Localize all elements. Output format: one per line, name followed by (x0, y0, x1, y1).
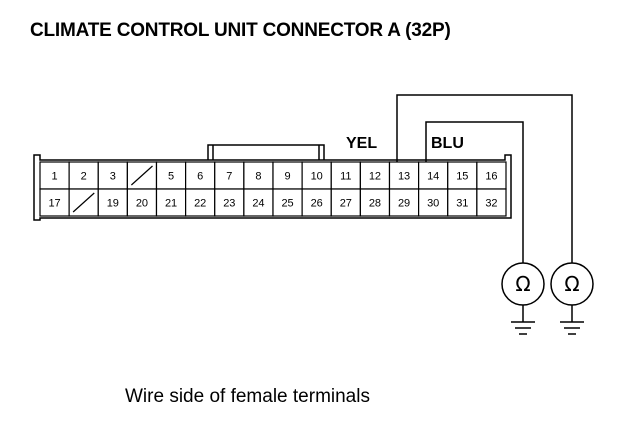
terminal-cell (330, 188, 361, 217)
terminal-number: 32 (485, 198, 497, 210)
terminal-cell (447, 161, 478, 190)
terminal-number: 17 (48, 198, 60, 210)
terminal-number: 7 (226, 171, 232, 183)
terminal-number: 11 (340, 171, 351, 183)
terminal-number: 24 (252, 198, 264, 210)
ground-icon (511, 305, 535, 335)
wire-yel (396, 94, 573, 263)
connector-outline (33, 154, 512, 221)
connector-lock-tab (207, 144, 325, 160)
terminal-number: 26 (311, 198, 323, 210)
terminal-number: 20 (136, 198, 148, 210)
terminal-cell (243, 188, 274, 217)
terminal-number: 6 (197, 171, 203, 183)
terminal-number: 25 (281, 198, 293, 210)
terminal-number: 9 (285, 171, 291, 183)
terminal-cell (359, 188, 391, 217)
unused-terminal-mark (72, 192, 95, 213)
terminal-number: 14 (427, 171, 439, 183)
terminal-number: 23 (223, 198, 235, 210)
terminal-cell (447, 188, 478, 217)
terminal-number: 29 (398, 198, 410, 210)
terminal-number: 16 (485, 171, 497, 183)
terminal-number: 15 (456, 171, 468, 183)
wire-label-yel: YEL (346, 135, 377, 152)
terminal-number: 22 (194, 198, 206, 210)
ohmmeter-icon: Ω (550, 262, 594, 335)
terminal-number: 2 (81, 171, 87, 183)
terminal-number: 27 (340, 198, 352, 210)
terminal-number: 5 (168, 171, 174, 183)
terminal-cell (243, 161, 274, 190)
terminal-cell (476, 188, 507, 217)
terminal-number: 8 (255, 171, 261, 183)
ground-icon (560, 305, 584, 335)
wire-label-blu: BLU (431, 135, 464, 152)
terminal-number: 21 (165, 198, 177, 210)
terminal-cell (214, 161, 245, 190)
ohm-symbol: Ω (515, 272, 530, 296)
diagram-caption: Wire side of female terminals (125, 386, 370, 407)
terminal-number: 28 (369, 198, 381, 210)
unused-terminal-mark (130, 165, 153, 186)
terminal-cell (476, 161, 507, 190)
diagram-title: CLIMATE CONTROL UNIT CONNECTOR A (32P) (30, 20, 451, 41)
ohmmeter-icon: Ω (501, 262, 545, 335)
terminal-cell (97, 161, 128, 190)
terminal-number: 30 (427, 198, 439, 210)
terminal-cell (214, 188, 245, 217)
terminal-cell (272, 161, 303, 190)
terminal-cell (39, 188, 70, 217)
terminal-number: 31 (456, 198, 468, 210)
terminal-number: 10 (311, 171, 323, 183)
terminal-number: 1 (52, 171, 58, 183)
terminal-cell (301, 188, 332, 217)
terminal-number: 19 (107, 198, 119, 210)
terminal-number: 13 (398, 171, 410, 183)
terminal-cell (97, 188, 128, 217)
ohm-symbol: Ω (564, 272, 579, 296)
wire-blu (425, 121, 524, 263)
terminal-number: 12 (369, 171, 381, 183)
terminal-number: 3 (110, 171, 116, 183)
